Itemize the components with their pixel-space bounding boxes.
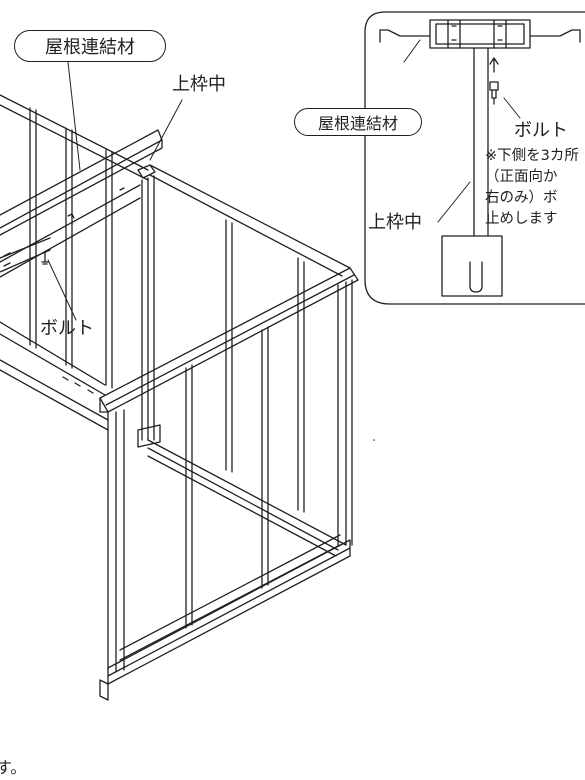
bottom-rails <box>99 439 351 701</box>
roof-connector-beam <box>0 129 163 278</box>
label-roof-connector-main: 屋根連結材 <box>14 30 166 62</box>
posts-right <box>107 219 353 673</box>
label-roof-connector-detail: 屋根連結材 <box>294 108 422 136</box>
back-frame <box>0 94 149 431</box>
footer-text-fragment: す。 <box>0 758 27 777</box>
label-bolt-main: ボルト <box>40 318 94 339</box>
leader-lines-main <box>47 61 183 321</box>
detail-callout-box <box>364 11 585 305</box>
bolt-note-line-1: ※下側を3カ所 <box>485 148 579 164</box>
bolt-note-line-4: 止めします <box>485 211 558 227</box>
roof-connector-detail-text: 屋根連結材 <box>317 114 398 133</box>
label-upper-frame-detail: 上枠中 <box>368 212 422 233</box>
label-upper-frame-main: 上枠中 <box>172 74 226 95</box>
bolt-note-line-2: （正面向か <box>485 169 558 185</box>
top-rail-right <box>62 164 359 413</box>
bolt-note-line-3: 右のみ）ボ <box>485 190 558 206</box>
corner-post <box>137 164 161 448</box>
bolt-note: ※下側を3カ所 （正面向か 右のみ）ボ 止めします <box>485 146 585 230</box>
label-bolt-detail: ボルト <box>514 120 568 141</box>
main-bolt-icon <box>41 251 49 265</box>
roof-connector-main-text: 屋根連結材 <box>45 37 135 58</box>
